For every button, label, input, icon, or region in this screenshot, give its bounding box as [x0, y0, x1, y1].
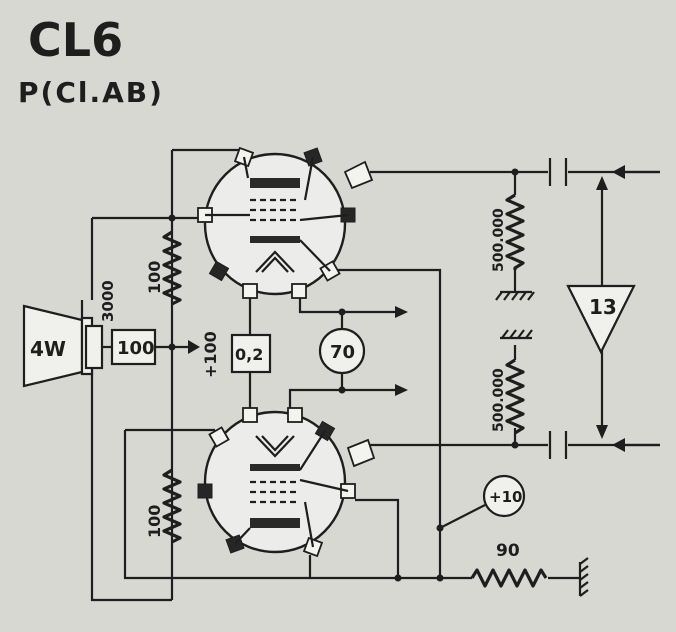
lower-output-tube — [197, 407, 376, 558]
upper-grid-resistor-label: 500.000 — [491, 208, 507, 272]
loudspeaker-symbol: 4W — [22, 304, 94, 388]
output-transformer: 3000 — [84, 280, 117, 370]
lower-cathode-resistor-label: 100 — [145, 505, 164, 538]
screen-resistor-box: 100 — [110, 328, 157, 366]
bias-divider-label: 90 — [496, 541, 520, 561]
bias-resistor-label: 0,2 — [235, 345, 263, 364]
supply-meter: 70 — [318, 327, 366, 375]
lower-grid-resistor: 500.000 — [491, 329, 533, 435]
upper-cathode-resistor: 100 — [145, 230, 182, 306]
junction-dots — [168, 168, 519, 582]
lower-grid-resistor-label: 500.000 — [491, 368, 507, 432]
coupling-capacitors — [548, 158, 568, 459]
lower-cathode-resistor: 100 — [145, 468, 182, 544]
tube-type-label: CL6 — [28, 13, 123, 67]
bias-supply: +10 — [482, 474, 526, 518]
supply-meter-label: 70 — [330, 342, 355, 363]
bias-resistor-box: 0,2 — [230, 333, 272, 374]
upper-grid-resistor: 500.000 — [491, 193, 535, 301]
operation-mode-label: P(Cl.AB) — [18, 76, 164, 109]
speaker-power-label: 4W — [30, 337, 66, 361]
bias-supply-label: +10 — [489, 488, 522, 506]
driver-stage: 13 — [566, 284, 636, 355]
upper-cathode-resistor-label: 100 — [145, 261, 164, 294]
voltage-tap-label: +100 — [201, 331, 220, 378]
upper-output-tube — [197, 146, 374, 299]
transformer-impedance-label: 3000 — [99, 280, 117, 322]
bias-divider-resistor: 90 — [470, 541, 589, 597]
signal-arrows — [188, 165, 660, 452]
driver-stage-label: 13 — [589, 295, 617, 319]
screen-resistor-label: 100 — [117, 338, 155, 359]
